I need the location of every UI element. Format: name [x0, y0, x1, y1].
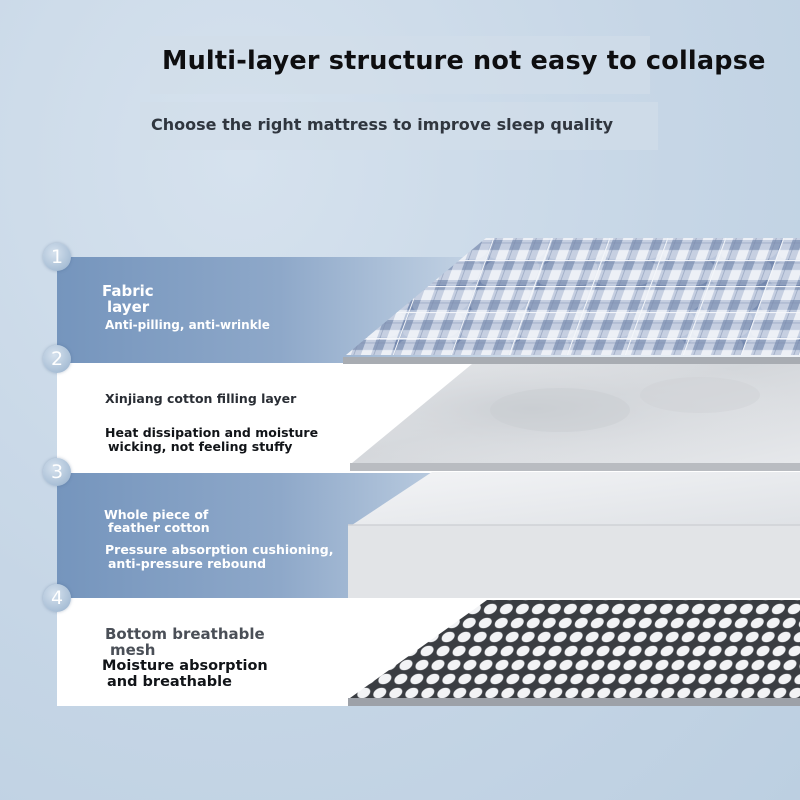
cotton-filling-layer-illustration	[350, 364, 800, 471]
layer-number-4-badge: 4	[43, 584, 71, 612]
title-backdrop	[150, 36, 650, 94]
layer-number-1-badge: 1	[43, 243, 71, 271]
layer-3-description-line-1: Pressure absorption cushioning,	[105, 542, 334, 557]
layer-4-description-line-1: Moisture absorption	[102, 658, 268, 674]
page-subtitle: Choose the right mattress to improve sle…	[151, 115, 614, 134]
layer-3-name-line-1: Whole piece of	[104, 507, 209, 522]
fabric-layer-illustration	[343, 238, 800, 364]
layer-3-description-line-2: anti-pressure rebound	[108, 556, 267, 571]
layer-number-2-badge: 2	[43, 345, 71, 373]
feather-cotton-layer-illustration	[348, 472, 800, 598]
layer-4-description-line-2: and breathable	[107, 674, 232, 690]
breathable-mesh-layer-illustration	[348, 600, 800, 706]
page-title: Multi-layer structure not easy to collap…	[162, 46, 766, 76]
layer-2-name: Xinjiang cotton filling layer	[105, 391, 297, 406]
layer-1-description: Anti-pilling, anti-wrinkle	[105, 318, 270, 332]
layer-4-name-line-2: mesh	[110, 641, 156, 659]
layer-4-name-line-1: Bottom breathable	[105, 625, 265, 643]
subtitle-backdrop	[140, 102, 658, 150]
layer-1-name-line-1: Fabric	[102, 282, 154, 300]
layer-number-3-badge: 3	[43, 458, 71, 486]
layer-3-name-line-2: feather cotton	[108, 520, 210, 535]
layer-1-name-line-2: layer	[107, 298, 150, 316]
layer-2-description-line-1: Heat dissipation and moisture	[105, 425, 319, 440]
layer-2-description-line-2: wicking, not feeling stuffy	[108, 439, 293, 454]
